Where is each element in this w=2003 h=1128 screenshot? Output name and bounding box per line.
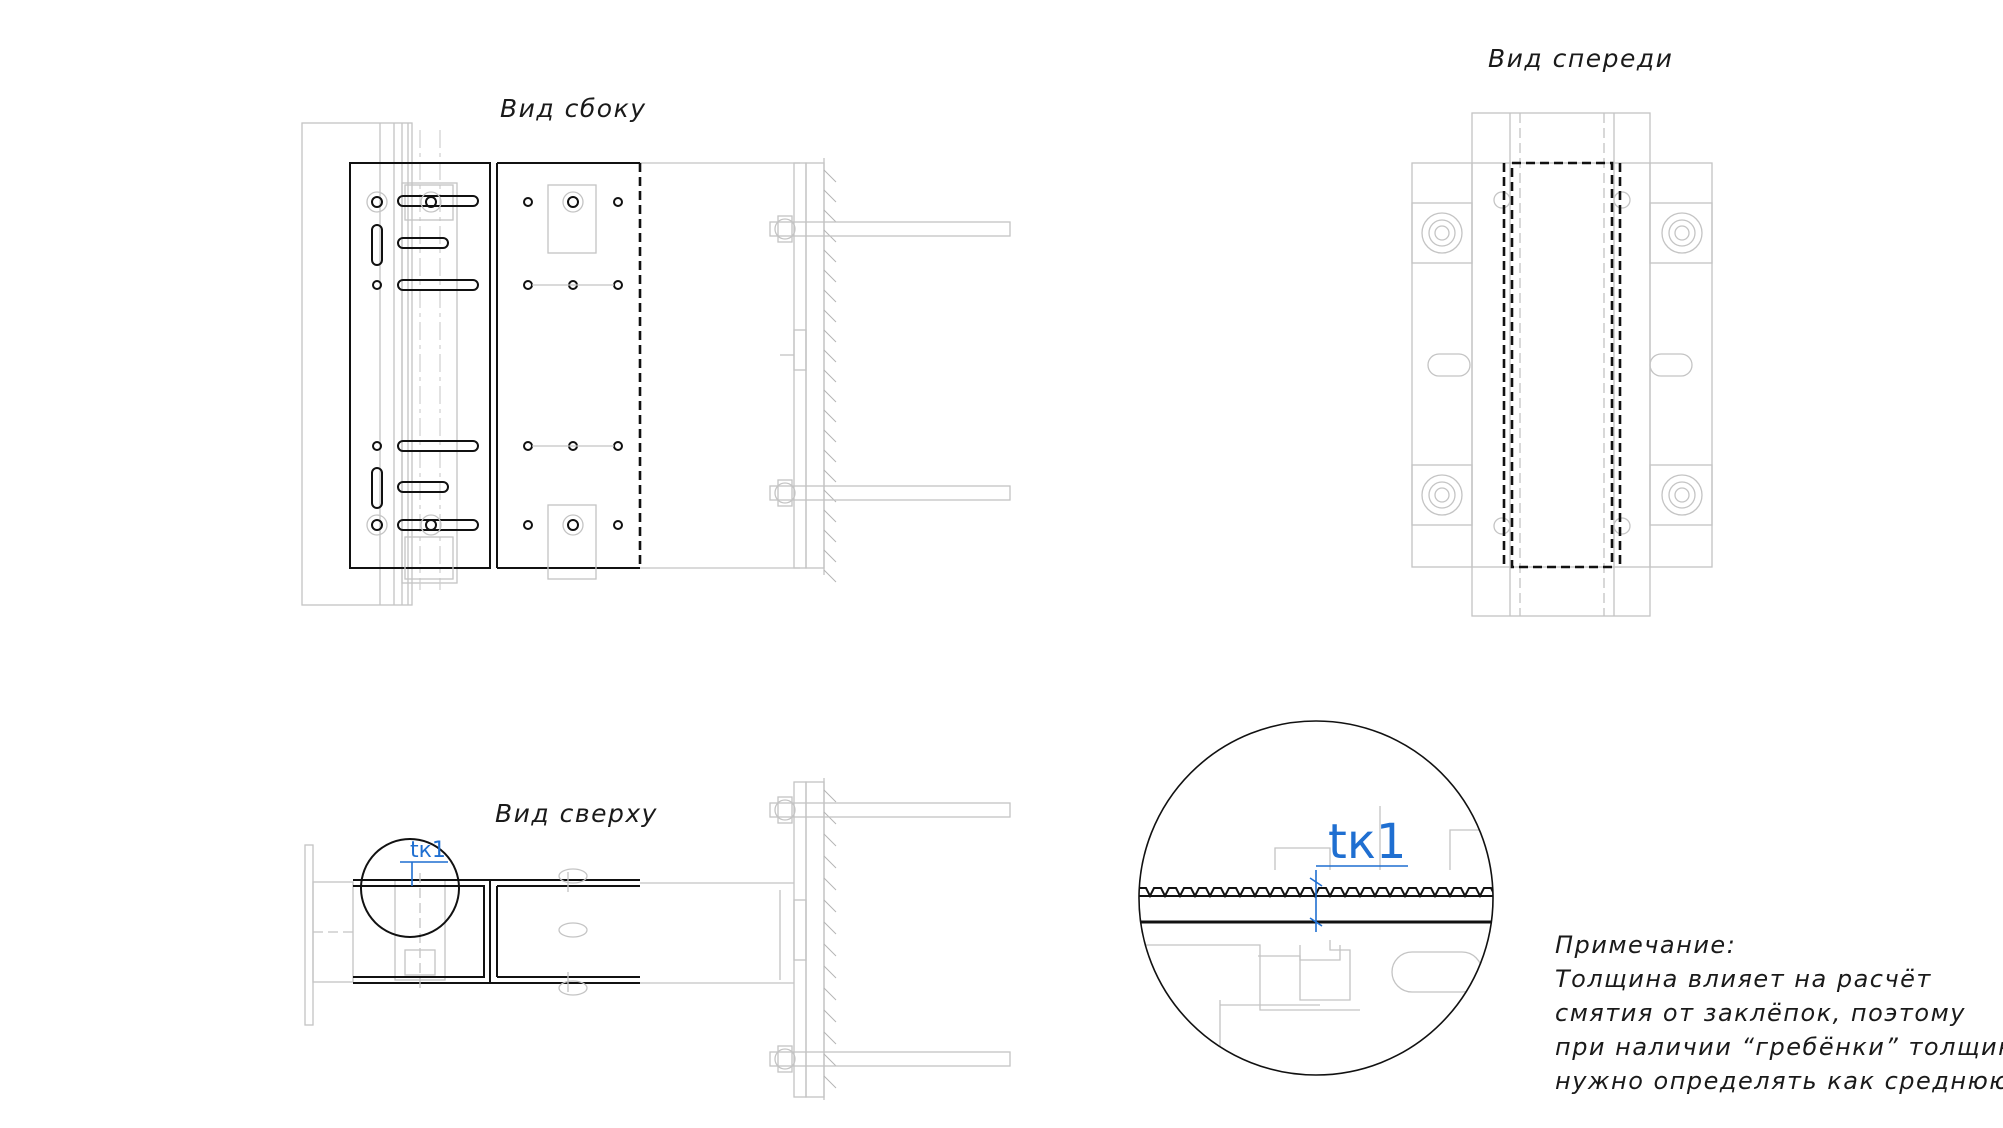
front-view-title: Вид спереди xyxy=(1488,44,1673,73)
bolt-heads xyxy=(366,191,584,536)
note-line-3: при наличии “гребёнки” толщину xyxy=(1555,1033,2003,1061)
front-view: Вид спереди xyxy=(1411,44,1713,617)
anchor-bolt-upper xyxy=(769,215,1011,243)
top-view-title: Вид сверху xyxy=(495,799,658,828)
note-line-2: смятия от заклёпок, поэтому xyxy=(1555,999,1966,1027)
note-line-1: Толщина влияет на расчёт xyxy=(1555,965,1932,993)
top-view-callout: tк1 xyxy=(410,838,446,863)
anchor-bolt-lower xyxy=(769,479,1011,507)
detail-callout: tк1 xyxy=(1328,814,1406,870)
front-bolts xyxy=(1421,212,1703,516)
top-view: Вид сверху xyxy=(304,778,1011,1100)
note-block: Примечание: Толщина влияет на расчёт смя… xyxy=(1555,931,2003,1095)
comb-profile xyxy=(1139,887,1493,899)
slot-holes xyxy=(371,195,479,531)
note-heading: Примечание: xyxy=(1555,931,1736,959)
detail-view: tк1 xyxy=(1138,720,1494,1076)
side-view-title: Вид сбоку xyxy=(500,94,646,123)
detail-marker-circle xyxy=(360,838,460,938)
note-line-4: нужно определять как среднюю xyxy=(1555,1067,2003,1095)
profile-outline xyxy=(1510,161,1614,569)
side-view: Вид сбоку xyxy=(301,94,1011,606)
u-profile xyxy=(353,879,491,984)
